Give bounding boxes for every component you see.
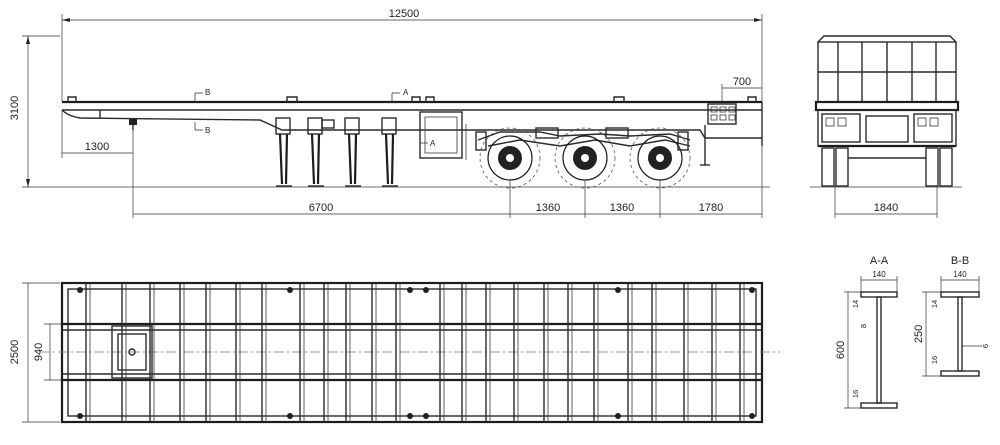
trailer-frame (61, 96, 763, 187)
section-a-a-top-flange: 14 (851, 300, 860, 308)
rear-view: 1840 (810, 35, 962, 218)
section-mark-b-bottom: B (205, 126, 210, 135)
dimension-front-overhang: 1300 (61, 110, 133, 158)
cross-members (85, 283, 745, 422)
dimension-overall-height: 3100 (9, 35, 60, 188)
section-b-b-top-flange: 14 (930, 300, 939, 308)
dimension-overall-length: 12500 (61, 8, 763, 102)
section-b-b: B-B 140 250 14 6 16 (913, 255, 990, 377)
label-axle-spacing-1: 1360 (536, 202, 560, 214)
section-mark-b-top: B (205, 88, 210, 97)
label-rear-section: 700 (733, 76, 751, 88)
section-b-b-title: B-B (951, 255, 969, 267)
label-overall-width: 2500 (9, 340, 21, 364)
section-a-a-web: 8 (859, 324, 868, 328)
label-overall-length: 12500 (389, 8, 420, 20)
section-a-a-bottom-flange: 16 (851, 390, 860, 398)
kingpin-plate (111, 325, 153, 379)
section-mark-a-top: A (403, 88, 409, 97)
wheel-1 (479, 127, 541, 189)
section-a-a: A-A 140 600 14 8 16 (835, 255, 898, 409)
section-a-a-height: 600 (835, 341, 847, 359)
wheel-3 (629, 127, 691, 189)
section-b-b-height: 250 (913, 325, 925, 343)
dimension-axle-chain: 6700 1360 1360 1780 (132, 125, 763, 218)
side-view: 12500 3100 1300 700 (9, 8, 770, 218)
label-front-overhang: 1300 (85, 141, 109, 153)
section-b-b-web: 6 (981, 344, 990, 348)
suspension (475, 127, 691, 151)
dimension-rear-section: 700 (721, 76, 762, 102)
rear-wheels (821, 147, 953, 187)
dimension-inner-width: 940 (33, 323, 62, 381)
wheel-2 (554, 127, 616, 189)
label-rear-overhang: 1780 (699, 202, 723, 214)
section-b-b-flange-width: 140 (953, 270, 967, 279)
section-mark-a-bottom: A (430, 139, 436, 148)
label-axle-spacing-2: 1360 (610, 202, 634, 214)
twist-lock-dots (77, 287, 755, 419)
section-a-a-title: A-A (870, 255, 889, 267)
dimension-track-width: 1840 (834, 186, 938, 218)
landing-legs (275, 117, 398, 187)
twist-locks (67, 96, 757, 102)
label-track-width: 1840 (874, 202, 898, 214)
section-b-b-bottom-flange: 16 (930, 356, 939, 364)
label-kingpin-to-axle: 6700 (309, 202, 333, 214)
label-overall-height: 3100 (9, 96, 21, 120)
label-inner-width: 940 (33, 343, 45, 361)
section-a-a-flange-width: 140 (872, 270, 886, 279)
top-view: 2500 940 (9, 281, 780, 424)
tool-box (419, 111, 467, 160)
dimension-overall-width: 2500 (9, 282, 60, 423)
section-marks-side: B B A A (194, 88, 436, 148)
